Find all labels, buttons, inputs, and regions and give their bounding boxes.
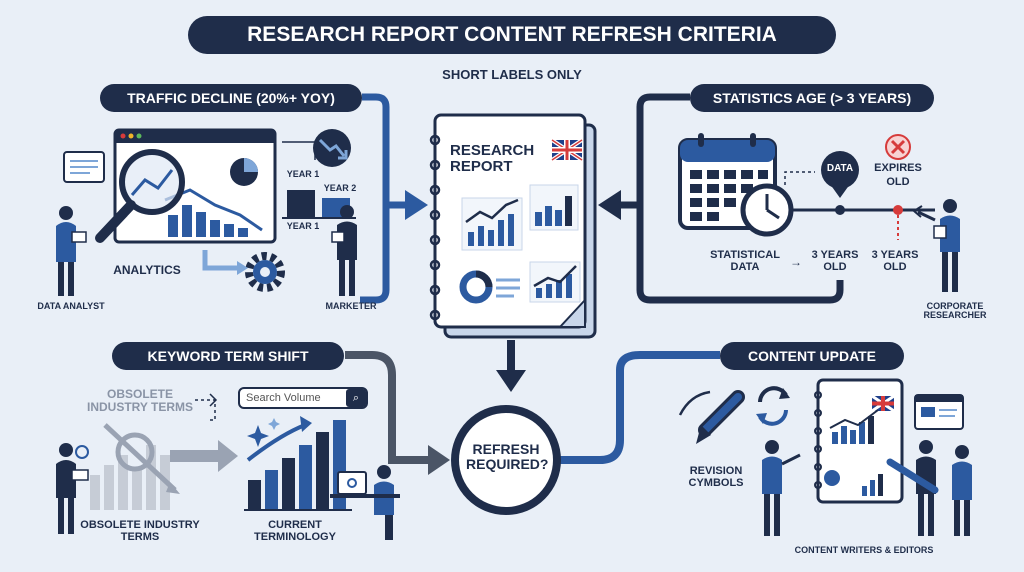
three-years-old-label-a: 3 YEARS OLD — [811, 249, 859, 273]
update-document-icon — [814, 378, 904, 504]
refresh-cycle-icon — [756, 386, 790, 426]
obsolete-terms-top-label: OBSOLETE INDUSTRY TERMS — [86, 387, 193, 414]
timeline-line — [784, 171, 935, 240]
uk-flag-icon — [550, 138, 584, 162]
dashed-link — [195, 393, 218, 421]
growth-bars-chart — [244, 416, 352, 511]
data-analyst-label: DATA ANALYST — [37, 301, 105, 311]
corporate-researcher-label: CORPORATE RESEARCHER — [923, 301, 987, 321]
report-growth-chart — [529, 261, 581, 303]
content-writers-label: CONTENT WRITERS & EDITORS — [794, 545, 934, 555]
editor-figure — [886, 440, 939, 536]
page-title: RESEARCH REPORT CONTENT REFRESH CRITERIA — [188, 16, 836, 54]
data-analyst-figure — [56, 206, 87, 296]
data-pin-icon — [821, 151, 859, 198]
data-pin-label: DATA — [826, 163, 854, 174]
year1-top-label: YEAR 1 — [286, 169, 320, 179]
clock-icon — [740, 183, 794, 237]
old-label: OLD — [886, 176, 910, 188]
statistics-age-header: STATISTICS AGE (> 3 YEARS) — [690, 84, 934, 112]
revision-cymbols-label: REVISION CYMBOLS — [688, 465, 744, 489]
connector-statistics-to-report — [598, 93, 844, 304]
year2-label: YEAR 2 — [323, 183, 357, 193]
strikethrough-magnifier-icon — [103, 423, 180, 494]
report-line-chart — [461, 197, 523, 251]
pencil-icon — [678, 390, 745, 444]
content-update-header: CONTENT UPDATE — [720, 342, 904, 370]
year1-bottom-label: YEAR 1 — [286, 221, 320, 231]
sparkle-icon — [247, 418, 280, 447]
gear-icon — [245, 252, 285, 292]
decision-node — [451, 405, 561, 515]
loop-arrow-icon — [202, 250, 248, 275]
expires-label: EXPIRES — [874, 162, 922, 174]
marketer-figure — [331, 205, 357, 296]
report-title: RESEARCH REPORT — [450, 142, 535, 175]
refresh-required-label: REFRESH REQUIRED? — [466, 441, 549, 472]
expired-x-icon — [885, 134, 911, 160]
report-sheet-icon — [63, 151, 105, 183]
arrow-glyph: → — [790, 255, 802, 269]
statistical-data-label: STATISTICAL DATA — [710, 249, 780, 273]
current-terminology-label: CURRENT TERMINOLOGY — [254, 519, 336, 543]
marketer-label: MARKETER — [325, 301, 377, 311]
traffic-decline-header: TRAFFIC DECLINE (20%+ YOY) — [100, 84, 362, 112]
corporate-researcher-figure — [912, 199, 960, 292]
connector-traffic-to-report — [360, 93, 428, 304]
obsolete-terms-bottom-label: OBSOLETE INDUSTRY TERMS — [80, 519, 200, 543]
three-years-old-label-b: 3 YEARS OLD — [871, 249, 919, 273]
report-donut-chart — [459, 270, 520, 304]
connector-report-to-decision — [496, 340, 526, 392]
content-writer-figure — [762, 440, 801, 536]
search-placeholder: Search Volume — [246, 392, 321, 404]
decline-trend-icon — [313, 129, 351, 167]
keyword-analyst-figure — [56, 443, 89, 534]
page-subtitle: SHORT LABELS ONLY — [442, 67, 582, 82]
desk-worker-figure — [330, 465, 400, 540]
search-icon[interactable]: ⌕ — [346, 389, 366, 407]
browser-window-icon — [914, 394, 964, 430]
analytics-label: ANALYTICS — [113, 263, 181, 277]
search-volume-input[interactable]: Search Volume ⌕ — [238, 387, 368, 409]
connector-decision-to-update — [560, 351, 720, 464]
magnifier-icon — [95, 149, 185, 243]
shift-arrow-icon — [170, 440, 238, 472]
editor-two-figure — [952, 445, 972, 536]
report-bar-chart — [529, 184, 579, 231]
connector-keyword-to-decision — [345, 351, 450, 475]
keyword-shift-header: KEYWORD TERM SHIFT — [112, 342, 344, 370]
